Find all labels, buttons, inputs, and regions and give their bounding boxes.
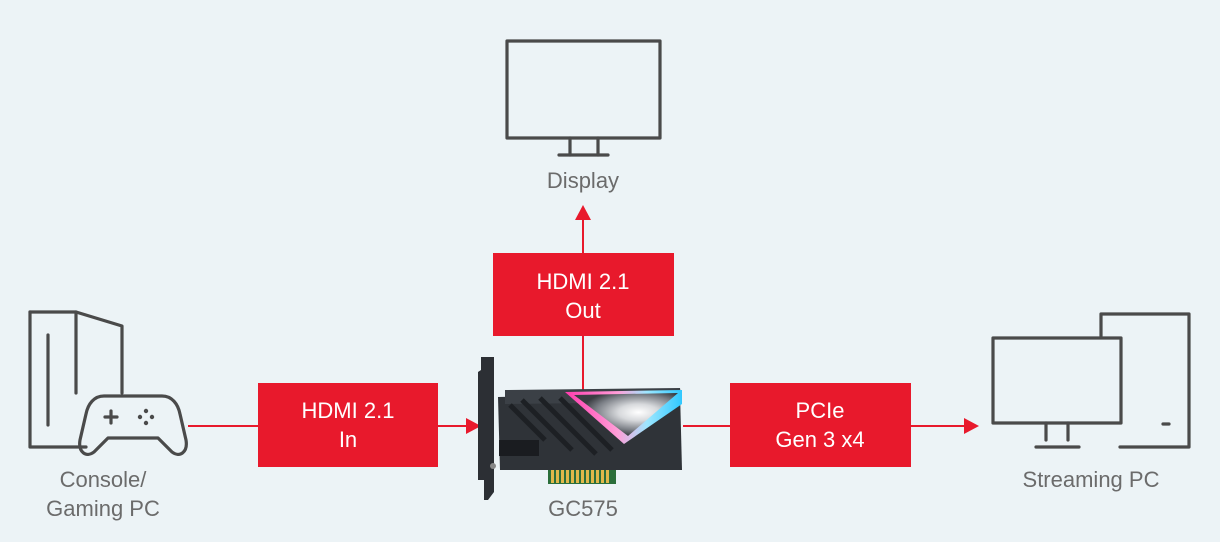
- hdmi-out-line1: HDMI 2.1: [537, 269, 630, 294]
- console-label-line1: Console/: [60, 467, 148, 492]
- arrowhead-to-streaming-pc: [964, 418, 979, 434]
- capture-card-icon: [478, 357, 682, 500]
- hdmi-in-line1: HDMI 2.1: [302, 398, 395, 423]
- arrowhead-to-display: [575, 205, 591, 220]
- capture-card-label: GC575: [548, 496, 618, 521]
- hdmi-in-line2: In: [339, 427, 357, 452]
- arrowhead-into-card: [466, 418, 481, 434]
- hdmi-out-box: HDMI 2.1 Out: [493, 253, 674, 336]
- monitor-icon: [505, 39, 662, 157]
- desktop-pc-icon: [991, 312, 1191, 449]
- pcie-box: PCIe Gen 3 x4: [730, 383, 911, 467]
- connection-lines: [188, 205, 979, 434]
- console-gamepad-icon: [28, 310, 188, 456]
- display-label: Display: [547, 168, 619, 193]
- pcie-line1: PCIe: [796, 398, 845, 423]
- hdmi-in-box: HDMI 2.1 In: [258, 383, 438, 467]
- streaming-pc-label: Streaming PC: [1023, 467, 1160, 492]
- console-label-line2: Gaming PC: [46, 496, 160, 521]
- pcie-line2: Gen 3 x4: [775, 427, 864, 452]
- hdmi-out-line2: Out: [565, 298, 600, 323]
